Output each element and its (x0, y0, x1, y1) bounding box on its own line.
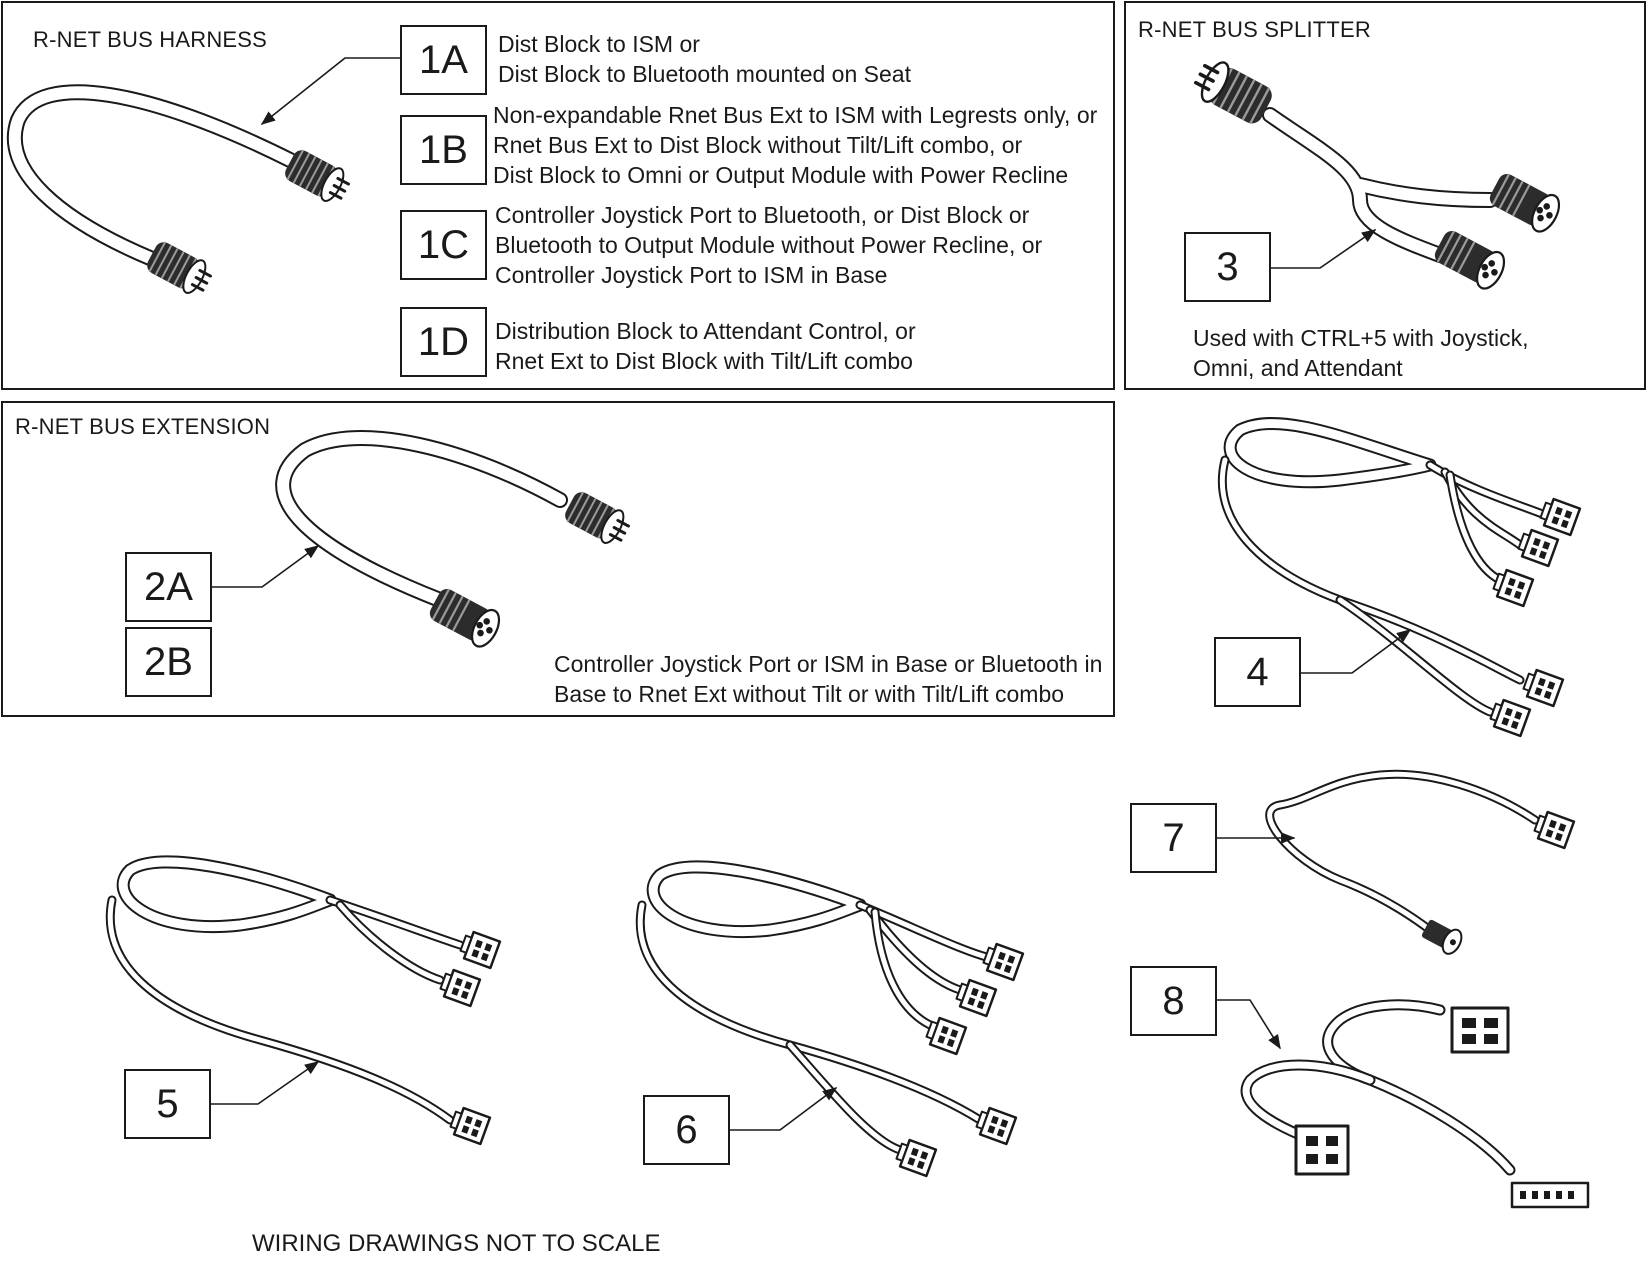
desc-1c: Controller Joystick Port to Bluetooth, o… (495, 202, 1043, 288)
cable-7-drawing (1265, 769, 1540, 935)
splitter-panel (1124, 1, 1646, 390)
extension-panel (1, 401, 1115, 717)
label-3: 3 (1184, 232, 1271, 302)
cable-6-drawing (635, 860, 995, 1155)
label-1c: 1C (400, 210, 487, 280)
label-6: 6 (643, 1095, 730, 1165)
desc-1a: Dist Block to ISM or Dist Block to Bluet… (498, 31, 911, 87)
desc-2: Controller Joystick Port or ISM in Base … (554, 651, 1103, 707)
footer-note: WIRING DRAWINGS NOT TO SCALE (252, 1230, 661, 1257)
label-5: 5 (124, 1069, 211, 1139)
label-2b: 2B (125, 627, 212, 697)
extension-title: R-NET BUS EXTENSION (15, 414, 271, 439)
harness-title: R-NET BUS HARNESS (33, 27, 268, 52)
label-8: 8 (1130, 966, 1217, 1036)
label-2a: 2A (125, 552, 212, 622)
label-1d: 1D (400, 307, 487, 377)
desc-3: Used with CTRL+5 with Joystick, Omni, an… (1193, 325, 1529, 381)
harness-panel (1, 1, 1115, 390)
leader-lines (209, 57, 1412, 1131)
desc-1b: Non-expandable Rnet Bus Ext to ISM with … (493, 102, 1098, 188)
cable-8-drawing (1240, 999, 1516, 1176)
harness-cable (6, 84, 298, 266)
desc-1d: Distribution Block to Attendant Control,… (495, 318, 916, 374)
splitter-title: R-NET BUS SPLITTER (1138, 17, 1372, 42)
cable-4-drawing (1217, 417, 1550, 717)
label-1a: 1A (400, 25, 487, 95)
cable-5-drawing (105, 855, 465, 1125)
label-1b: 1B (400, 115, 487, 185)
label-7: 7 (1130, 803, 1217, 873)
label-4: 4 (1214, 637, 1301, 707)
